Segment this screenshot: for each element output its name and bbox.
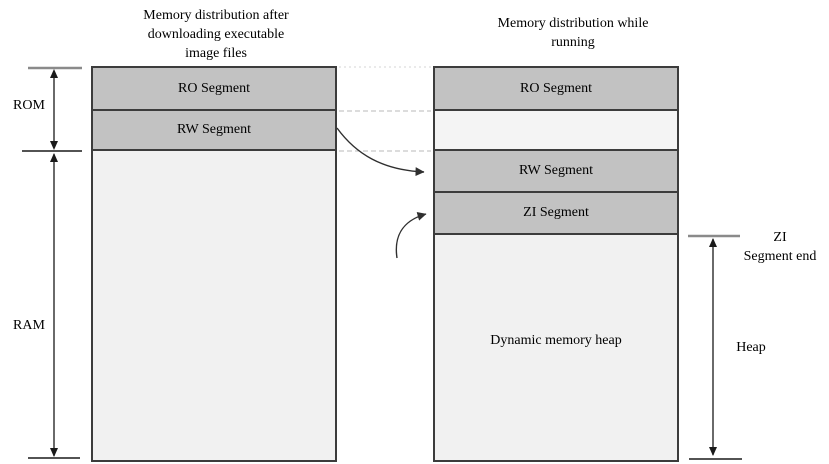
zi-segment-end-line-1: ZI (773, 230, 787, 245)
heap-label: Heap (736, 340, 766, 355)
rom-label: ROM (13, 98, 45, 113)
ram-label: RAM (13, 318, 45, 333)
dynamic-memory-heap-label: Dynamic memory heap (490, 332, 622, 348)
zi-flow-arrow (395, 211, 427, 259)
right-column-title: Memory distribution while running (433, 14, 713, 52)
right-zi-segment-label: ZI Segment (523, 205, 589, 220)
right-zi-segment: ZI Segment (435, 193, 677, 235)
right-ro-segment-label: RO Segment (520, 80, 592, 96)
right-title-line-1: Memory distribution while (497, 16, 649, 31)
rw-flow-arrow (336, 127, 425, 177)
heap-arrowhead-down-icon (709, 447, 717, 456)
left-title-line-1: Memory distribution after (143, 8, 289, 23)
dynamic-memory-heap-area: Dynamic memory heap (435, 235, 677, 460)
right-reserved-gap (435, 111, 677, 151)
left-ro-segment: RO Segment (93, 68, 335, 111)
right-ro-segment: RO Segment (435, 68, 677, 111)
left-ro-segment-label: RO Segment (178, 80, 250, 96)
left-empty-ram-area (93, 151, 335, 460)
heap-arrowhead-up-icon (709, 238, 717, 247)
zi-segment-end-line-2: Segment end (743, 249, 817, 264)
right-rw-segment: RW Segment (435, 151, 677, 193)
left-rw-segment: RW Segment (93, 111, 335, 151)
right-memory-column: RO Segment RW Segment ZI Segment Dynamic… (433, 66, 679, 462)
zi-segment-end-label: ZI Segment end (734, 228, 826, 266)
left-memory-column: RO Segment RW Segment (91, 66, 337, 462)
left-title-line-2: downloading executable (147, 27, 285, 42)
ram-arrowhead-up-icon (50, 153, 58, 162)
ram-arrowhead-down-icon (50, 448, 58, 457)
left-title-line-3: image files (185, 46, 247, 61)
rom-arrowhead-down-icon (50, 141, 58, 150)
left-rw-segment-label: RW Segment (176, 122, 252, 137)
rom-arrowhead-up-icon (50, 69, 58, 78)
right-title-line-2: running (551, 35, 595, 50)
left-column-title: Memory distribution after downloading ex… (93, 6, 339, 63)
right-rw-segment-label: RW Segment (518, 163, 594, 178)
